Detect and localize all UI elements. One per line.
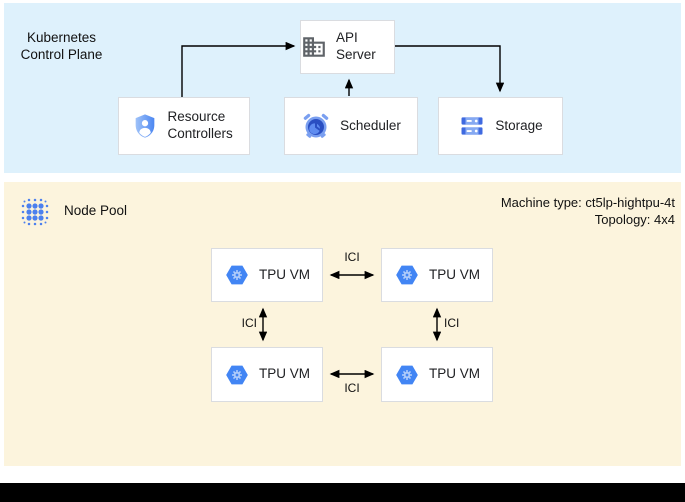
tpu-vm-box-bottom-left: TPU VM [211, 347, 323, 402]
tpu-vm-label: TPU VM [428, 266, 480, 282]
tpu-vm-box-top-right: TPU VM [381, 248, 493, 302]
control-plane-title-line1: Kubernetes [26, 30, 97, 45]
control-plane-title-line2: Control Plane [20, 47, 103, 62]
topology-text: Topology: 4x4 [594, 212, 675, 227]
machine-type-text: Machine type: ct5lp-hightpu-4t [500, 195, 675, 210]
gke-hexagon-icon [396, 265, 418, 285]
node-pool-title: Node Pool [64, 203, 128, 218]
api-server-box: API Server [300, 20, 395, 74]
storage-label: Storage [495, 117, 543, 133]
gke-hexagon-icon [226, 365, 248, 384]
tpu-vm-label: TPU VM [258, 266, 310, 282]
tpu-vm-label: TPU VM [428, 366, 480, 382]
resource-controllers-box: Resource Controllers [118, 97, 250, 155]
shield-user-icon [135, 114, 154, 138]
tpu-vm-box-bottom-right: TPU VM [381, 347, 493, 402]
tpu-vm-label: TPU VM [258, 366, 310, 382]
control-plane-title: Kubernetes Control Plane [4, 29, 119, 63]
server-stack-icon [461, 117, 483, 135]
scheduler-box: Scheduler [284, 97, 418, 155]
tpu-vm-box-top-left: TPU VM [211, 248, 323, 302]
storage-box: Storage [438, 97, 563, 155]
ici-label-bottom: ICI [344, 381, 360, 395]
api-server-label: API Server [336, 30, 376, 62]
machine-info: Machine type: ct5lp-hightpu-4t Topology:… [501, 194, 675, 228]
node-pool-panel [4, 182, 681, 466]
bottom-bar [0, 483, 685, 502]
scheduler-label: Scheduler [340, 117, 401, 133]
ici-label-top: ICI [344, 250, 360, 264]
gke-hexagon-icon [226, 265, 248, 285]
dot-cluster-icon [21, 198, 49, 226]
gke-hexagon-icon [396, 365, 418, 384]
alarm-clock-icon [303, 113, 329, 138]
ici-label-left: ICI [241, 316, 257, 330]
ici-label-right: ICI [444, 316, 460, 330]
resource-controllers-label: Resource Controllers [167, 109, 233, 141]
building-icon [303, 37, 325, 57]
